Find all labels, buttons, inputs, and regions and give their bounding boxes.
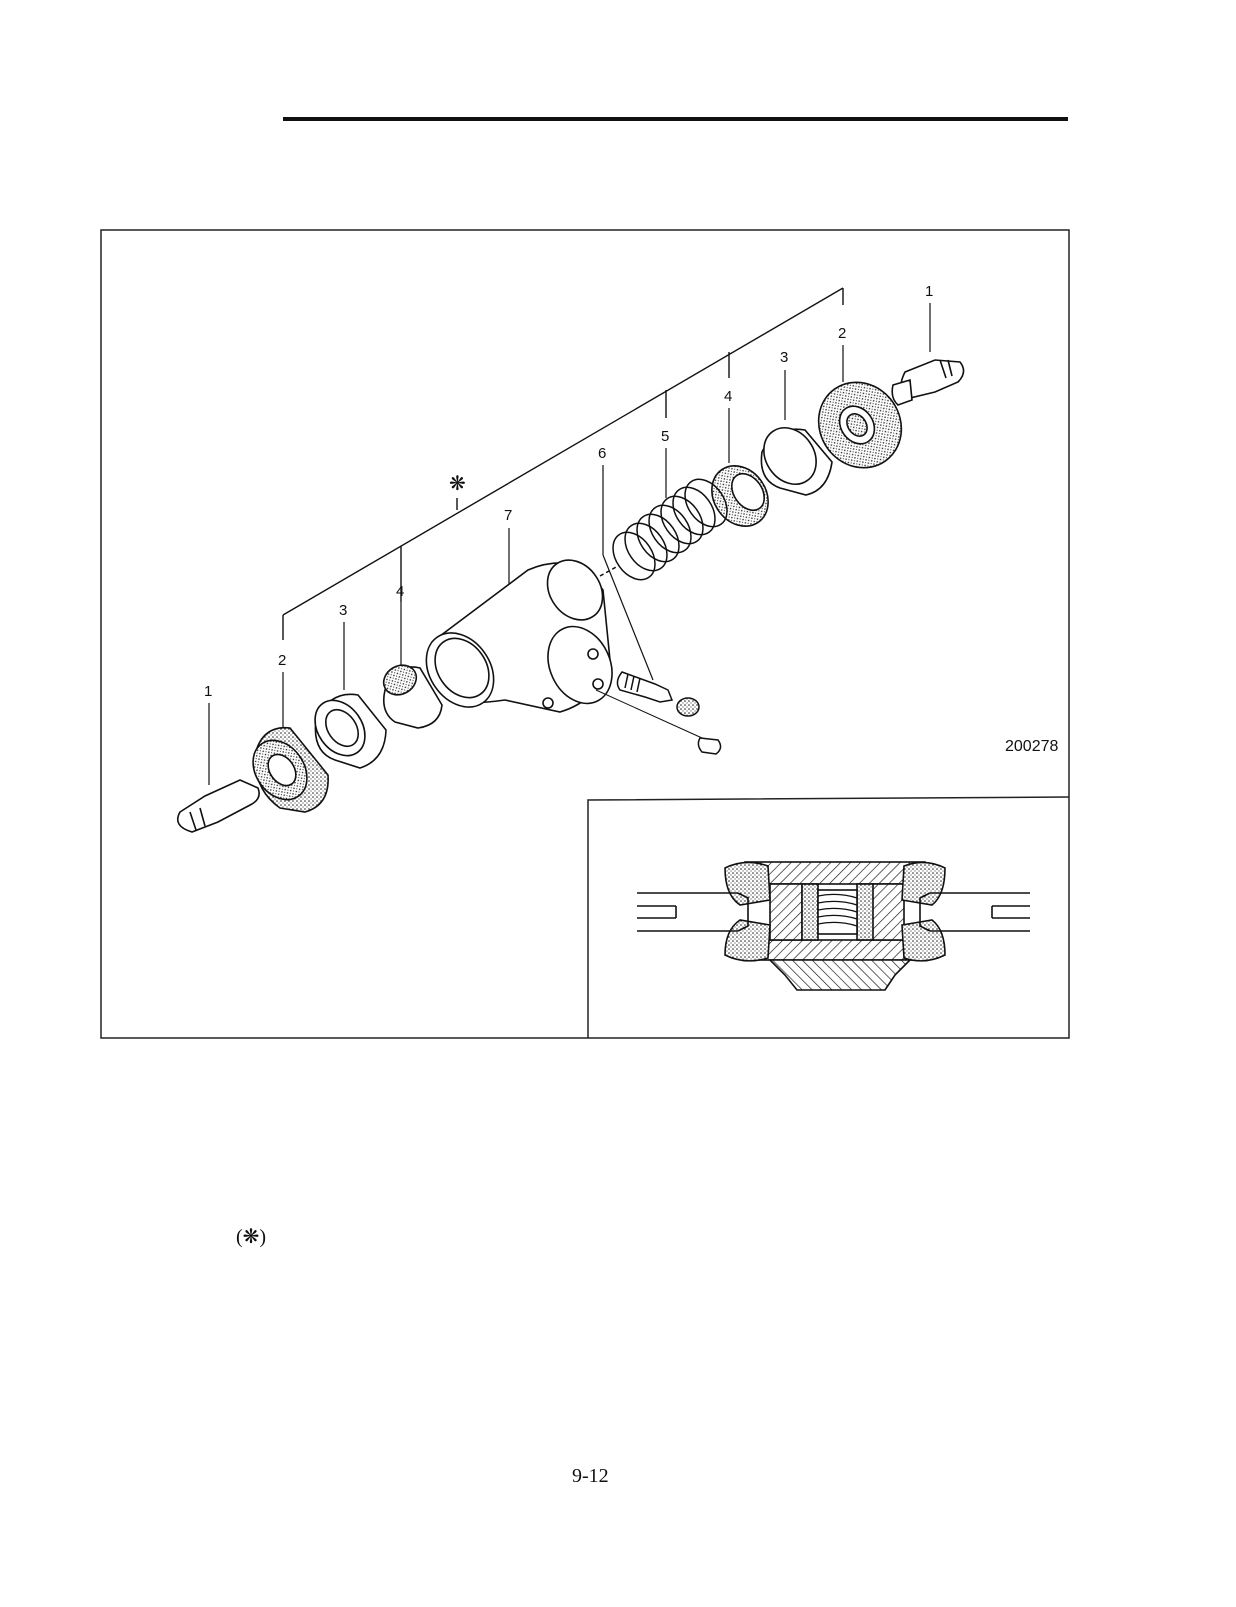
push-rod-right [891, 359, 965, 406]
inset-frame [587, 796, 1070, 1038]
callout-3-left: 3 [339, 602, 347, 619]
leader-lines [208, 303, 931, 785]
callout-4-right: 4 [724, 388, 732, 405]
piston-cup-right [711, 465, 769, 527]
piston-left [314, 693, 387, 769]
callout-2-right: 2 [838, 325, 846, 342]
callout-3-right: 3 [780, 349, 788, 366]
figure-id: 200278 [1005, 738, 1059, 755]
piston-cup-left [382, 664, 443, 729]
header-rule [283, 117, 1068, 121]
callout-4-left: 4 [396, 583, 404, 600]
spring [599, 478, 728, 581]
push-rod-left [176, 779, 260, 833]
callout-1-right: 1 [925, 283, 933, 300]
callout-6: 6 [598, 445, 606, 462]
callout-2-left: 2 [278, 652, 286, 669]
callout-1-left: 1 [204, 683, 212, 700]
piston-right [760, 427, 833, 496]
cross-section-inset [637, 861, 1030, 991]
page-number: 9-12 [572, 1465, 609, 1487]
footnote-marker: (❋) [236, 1226, 267, 1248]
callout-5: 5 [661, 428, 669, 445]
bleeder-screw [595, 671, 722, 755]
callout-7: 7 [504, 507, 512, 524]
dust-boot-left [252, 726, 329, 813]
assembly-bracket [282, 287, 844, 640]
assembly-marker: ❋ [449, 473, 466, 495]
cylinder-body [425, 559, 613, 713]
dust-boot-right [817, 381, 903, 469]
figure-frame [100, 229, 1070, 1039]
